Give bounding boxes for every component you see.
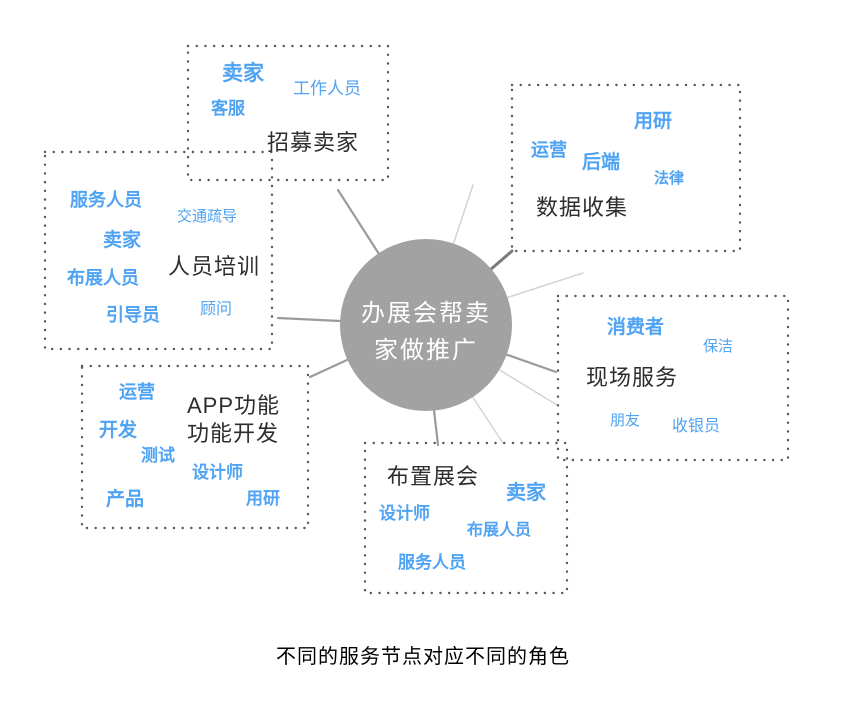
- center-topic-line1: 办展会帮卖: [361, 300, 491, 327]
- role-label-app-designer: 设计师: [192, 463, 243, 482]
- role-label-app-test: 测试: [141, 446, 175, 465]
- node-title-setup: 布置展会: [387, 464, 480, 489]
- node-title-app-line1: APP功能: [187, 393, 281, 418]
- ray-up-icon: [452, 184, 474, 246]
- node-border-recruit: [186, 44, 390, 182]
- role-label-setup-seller: 卖家: [506, 482, 546, 504]
- connector-onsite: [503, 352, 558, 374]
- role-label-app-product: 产品: [106, 489, 145, 510]
- center-topic-circle: [340, 239, 512, 411]
- role-label-training-guide: 引导员: [106, 305, 160, 325]
- role-label-app-dev: 开发: [99, 420, 138, 441]
- role-label-onsite-consumer: 消费者: [607, 317, 665, 338]
- node-border-setup: [363, 441, 569, 595]
- node-title-training: 人员培训: [168, 254, 261, 279]
- role-label-recruit-service: 客服: [211, 99, 245, 118]
- ray-right-icon: [505, 272, 584, 299]
- role-label-onsite-friend: 朋友: [610, 412, 641, 429]
- node-title-app-line2: 功能开发: [187, 421, 280, 446]
- center-topic-line2: 家做推广: [374, 337, 478, 364]
- connector-app: [308, 358, 349, 379]
- role-label-setup-exhibit: 布展人员: [467, 522, 532, 539]
- role-label-app-ops: 运营: [119, 382, 155, 402]
- role-label-training-traffic: 交通疏导: [177, 208, 238, 225]
- node-border-data: [510, 83, 742, 253]
- role-label-recruit-staff: 工作人员: [293, 79, 361, 98]
- role-label-data-ops: 运营: [531, 140, 567, 160]
- role-label-training-consultant: 顾问: [200, 301, 233, 318]
- connector-training: [276, 316, 342, 323]
- role-label-onsite-cashier: 收银员: [672, 418, 721, 435]
- caption: 不同的服务节点对应不同的角色: [276, 646, 570, 668]
- node-border-training: [43, 150, 274, 351]
- role-label-data-research: 用研: [634, 111, 673, 132]
- center-topic-label: 办展会帮卖 家做推广: [340, 295, 512, 369]
- role-label-onsite-cleaning: 保洁: [703, 338, 734, 355]
- role-label-setup-service: 服务人员: [398, 553, 466, 572]
- ray-down-icon: [471, 395, 504, 444]
- connector-setup: [432, 408, 440, 447]
- role-label-recruit-seller: 卖家: [222, 62, 264, 85]
- node-border-onsite: [556, 294, 790, 462]
- role-label-app-research: 用研: [246, 489, 280, 508]
- role-label-training-seller: 卖家: [103, 230, 142, 251]
- node-title-recruit: 招募卖家: [267, 130, 360, 155]
- connector-recruit: [336, 188, 381, 256]
- role-label-training-exhibit: 布展人员: [67, 268, 139, 288]
- connector-data: [488, 249, 514, 272]
- role-label-training-service: 服务人员: [70, 190, 142, 210]
- node-border-app: [80, 364, 310, 530]
- node-title-onsite: 现场服务: [586, 365, 679, 390]
- node-title-data: 数据收集: [536, 195, 629, 220]
- role-label-setup-designer: 设计师: [379, 504, 430, 523]
- role-label-data-backend: 后端: [582, 152, 621, 173]
- role-label-data-legal: 法律: [654, 170, 685, 187]
- ray-downright-icon: [497, 368, 558, 406]
